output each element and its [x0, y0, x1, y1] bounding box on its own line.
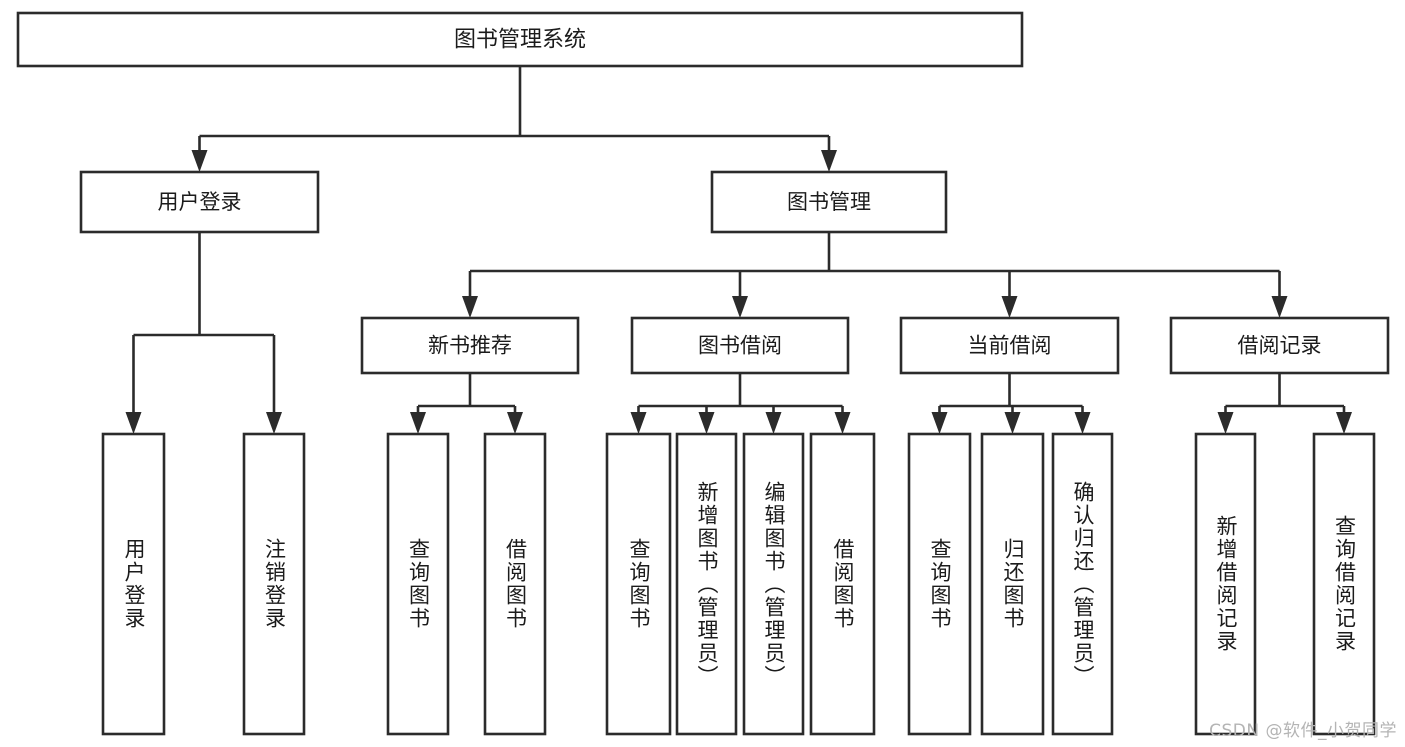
node-box-leaf-edit-book[interactable] [742, 432, 805, 736]
arrow-head-user-login-to-leaf-logout [266, 412, 282, 434]
node-box-leaf-confirm-return[interactable] [1051, 432, 1114, 736]
node-label-new-book-rec: 新书推荐 [428, 334, 512, 358]
arrow-head-borrow-record-to-leaf-query-record [1336, 412, 1352, 434]
node-box-leaf-borrow-book-1[interactable] [483, 432, 547, 736]
node-box-user-login[interactable] [79, 170, 320, 234]
node-label-root: 图书管理系统 [454, 28, 586, 53]
node-label-book-borrow: 图书借阅 [698, 334, 782, 358]
node-box-current-borrow[interactable] [899, 316, 1120, 375]
arrow-head-current-borrow-to-leaf-return-book [1004, 412, 1021, 434]
node-label-current-borrow: 当前借阅 [968, 334, 1052, 358]
arrow-head-book-borrow-to-leaf-add-book [698, 412, 715, 434]
node-box-leaf-query-book-1[interactable] [386, 432, 450, 736]
arrow-head-borrow-record-to-leaf-add-record [1217, 412, 1234, 434]
node-box-root[interactable] [16, 11, 1024, 68]
node-label-book-manage: 图书管理 [787, 190, 871, 214]
arrow-head-current-borrow-to-leaf-query-book-3 [931, 412, 948, 434]
node-box-leaf-query-book-2[interactable] [605, 432, 672, 736]
arrow-head-user-login-to-leaf-user-login [125, 412, 142, 434]
arrow-head-book-manage-to-book-borrow [732, 296, 748, 318]
node-box-book-manage[interactable] [710, 170, 948, 234]
node-box-book-borrow[interactable] [630, 316, 850, 375]
arrow-head-root-to-book-manage [821, 150, 837, 172]
arrow-head-current-borrow-to-leaf-confirm-return [1074, 412, 1091, 434]
arrow-head-book-borrow-to-leaf-edit-book [765, 412, 782, 434]
node-box-leaf-return-book[interactable] [980, 432, 1045, 736]
edges-layer [125, 66, 1352, 434]
node-box-leaf-add-record[interactable] [1194, 432, 1257, 736]
watermark-text: CSDN @软件_小贺同学 [1209, 721, 1397, 741]
arrow-head-new-book-rec-to-leaf-borrow-book-1 [507, 412, 523, 434]
node-box-new-book-rec[interactable] [360, 316, 580, 375]
arrow-head-book-borrow-to-leaf-borrow-book-2 [834, 412, 851, 434]
arrow-head-book-manage-to-new-book-rec [462, 296, 478, 318]
arrow-head-new-book-rec-to-leaf-query-book-1 [410, 412, 426, 434]
node-box-leaf-logout[interactable] [242, 432, 306, 736]
node-box-leaf-query-book-3[interactable] [907, 432, 972, 736]
node-box-borrow-record[interactable] [1169, 316, 1390, 375]
node-label-borrow-record: 借阅记录 [1238, 334, 1322, 358]
arrow-head-root-to-user-login [191, 150, 208, 172]
node-box-leaf-user-login[interactable] [101, 432, 166, 736]
node-label-user-login: 用户登录 [158, 190, 242, 214]
node-box-leaf-add-book[interactable] [675, 432, 738, 736]
node-box-leaf-borrow-book-2[interactable] [809, 432, 876, 736]
arrow-head-book-manage-to-borrow-record [1271, 296, 1288, 318]
arrow-head-book-borrow-to-leaf-query-book-2 [630, 412, 647, 434]
arrow-head-book-manage-to-current-borrow [1001, 296, 1018, 318]
node-box-leaf-query-record[interactable] [1312, 432, 1376, 736]
